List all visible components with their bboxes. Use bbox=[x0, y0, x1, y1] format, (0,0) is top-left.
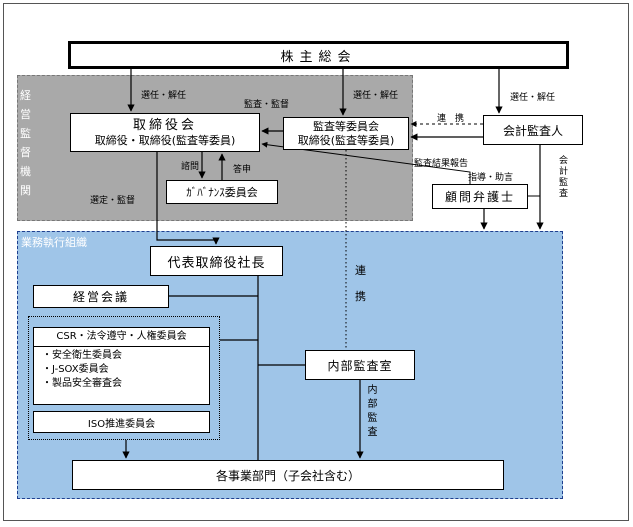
president-label: 代表取締役社長 bbox=[167, 255, 266, 271]
csr-subcommittee-list: ・安全衛生委員会 ・J-SOX委員会 ・製品安全審査会 bbox=[34, 349, 209, 391]
label-inquiry: 諮問 bbox=[181, 162, 200, 172]
governance-committee-label: ｶﾞﾊﾞﾅﾝｽ委員会 bbox=[186, 186, 258, 199]
csr-subcommittee-item: ・J-SOX委員会 bbox=[42, 364, 109, 375]
label-accounting-audit-text: 会計監査 bbox=[558, 156, 568, 199]
label-accounting-audit: 会計監査 bbox=[557, 156, 570, 200]
business-divisions-label: 各事業部門（子会社含む） bbox=[215, 468, 360, 483]
president-box: 代表取締役社長 bbox=[150, 246, 283, 276]
label-audit-result-report: 監査結果報告 bbox=[414, 159, 469, 169]
label-appoint-dismiss-2: 選任・解任 bbox=[353, 91, 399, 101]
audit-committee-subtitle: 取締役(監査等委員) bbox=[297, 133, 395, 147]
label-appoint-dismiss-1: 選任・解任 bbox=[141, 91, 187, 101]
shareholders-meeting-label: 株主総会 bbox=[280, 49, 357, 65]
edge-guidance bbox=[261, 141, 471, 184]
management-meeting-box: 経営会議 bbox=[33, 285, 169, 308]
legal-counsel-label: 顧問弁護士 bbox=[444, 190, 515, 204]
label-audit-supervise: 監査・監督 bbox=[244, 100, 290, 110]
iso-committee-label: ISO推進委員会 bbox=[87, 418, 156, 430]
csr-subcommittee-item: ・安全衛生委員会 bbox=[42, 350, 122, 361]
edge-select-supervise bbox=[156, 152, 220, 245]
csr-committee-title: CSR・法令遵守・人権委員会 bbox=[34, 328, 209, 347]
management-group-label: 経営監督機関 bbox=[19, 86, 32, 200]
diagram-frame bbox=[3, 3, 629, 521]
governance-committee-box: ｶﾞﾊﾞﾅﾝｽ委員会 bbox=[166, 180, 278, 204]
board-of-directors-box: 取締役会 取締役・取締役(監査等委員) bbox=[70, 113, 260, 152]
shareholders-meeting-box: 株主総会 bbox=[68, 41, 569, 69]
csr-committee-box: CSR・法令遵守・人権委員会 ・安全衛生委員会 ・J-SOX委員会 ・製品安全審… bbox=[33, 327, 210, 405]
management-meeting-label: 経営会議 bbox=[72, 290, 129, 304]
legal-counsel-box: 顧問弁護士 bbox=[432, 184, 528, 209]
label-select-supervise: 選定・監督 bbox=[90, 196, 136, 206]
label-cooperation-1: 連 携 bbox=[437, 114, 465, 124]
audit-committee-box: 監査等委員会 取締役(監査等委員) bbox=[283, 117, 409, 150]
iso-committee-box: ISO推進委員会 bbox=[33, 411, 210, 433]
accounting-auditor-box: 会計監査人 bbox=[483, 115, 583, 145]
csr-subcommittee-item: ・製品安全審査会 bbox=[42, 378, 122, 389]
execution-group-label: 業務執行組織 bbox=[21, 236, 87, 249]
label-internal-audit-flow-text: 内部監査 bbox=[367, 385, 378, 438]
label-internal-audit-flow: 内部監査 bbox=[366, 384, 379, 440]
management-group-text: 経営監督機関 bbox=[20, 89, 31, 197]
label-cooperation-2: 連携 bbox=[354, 258, 367, 310]
accounting-auditor-label: 会計監査人 bbox=[502, 123, 563, 138]
label-guidance-advice: 指導・助言 bbox=[468, 173, 514, 183]
internal-audit-label: 内部監査室 bbox=[327, 358, 393, 373]
board-subtitle: 取締役・取締役(監査等委員) bbox=[94, 133, 236, 147]
internal-audit-box: 内部監査室 bbox=[305, 350, 415, 380]
label-appoint-dismiss-3: 選任・解任 bbox=[510, 93, 556, 103]
board-title: 取締役会 bbox=[132, 117, 197, 133]
label-report: 答申 bbox=[233, 165, 252, 175]
business-divisions-box: 各事業部門（子会社含む） bbox=[72, 460, 504, 490]
audit-committee-title: 監査等委員会 bbox=[313, 119, 379, 133]
committees-group bbox=[28, 316, 220, 440]
label-cooperation-2-text: 連携 bbox=[355, 264, 366, 303]
